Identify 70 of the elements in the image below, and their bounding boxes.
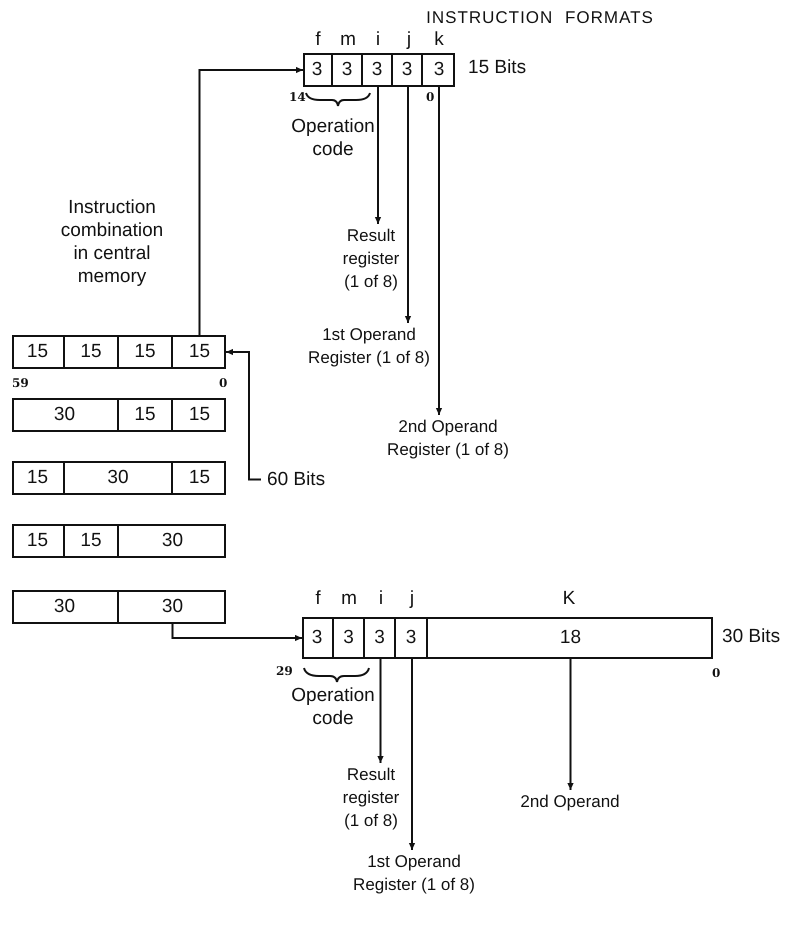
bit-field: 30	[65, 463, 173, 493]
field-letter: f	[315, 587, 321, 610]
field-letter: k	[434, 28, 444, 51]
arrow	[198, 66, 303, 337]
bit-field: 15	[65, 337, 119, 367]
bit-field: 3	[302, 619, 334, 657]
register-box	[12, 398, 226, 432]
register-label: Result register (1 of 8)	[333, 763, 409, 832]
bit-number: 59	[12, 376, 29, 390]
register-box	[303, 53, 455, 87]
bit-field: 30	[12, 592, 119, 622]
field-letter: m	[340, 28, 356, 51]
register-label: 2nd Operand	[505, 790, 635, 813]
bit-field: 15	[173, 463, 226, 493]
bit-field: 30	[119, 592, 226, 622]
bit-number: 0	[712, 666, 720, 680]
field-letter: m	[341, 587, 357, 610]
field-letter: f	[315, 28, 321, 51]
arrow	[377, 657, 384, 763]
register-box	[302, 617, 713, 659]
size-label: 30 Bits	[722, 626, 780, 648]
caption: Operation code	[290, 684, 376, 730]
bit-field: 15	[12, 526, 65, 556]
bit-field: 15	[119, 337, 173, 367]
diagram-title: INSTRUCTION FORMATS	[426, 8, 654, 28]
arrow	[226, 348, 261, 480]
register-box	[12, 590, 226, 624]
arrow	[567, 657, 574, 790]
bit-field: 15	[173, 337, 226, 367]
bit-field: 15	[12, 337, 65, 367]
bit-number: 29	[276, 664, 293, 678]
arrow	[172, 622, 302, 642]
bit-field: 18	[428, 619, 713, 657]
field-letter: i	[378, 587, 384, 610]
bit-field: 15	[12, 463, 65, 493]
bit-field: 15	[119, 400, 173, 430]
caption: Instruction combination in central memory	[60, 196, 164, 288]
arrow	[408, 657, 416, 850]
field-letter: j	[410, 587, 414, 610]
field-letter: K	[562, 587, 576, 610]
arrow	[436, 85, 442, 415]
bit-number: 0	[426, 90, 434, 104]
arrow	[404, 85, 412, 323]
field-letter: j	[406, 28, 412, 51]
size-label: 15 Bits	[468, 57, 526, 79]
bit-field: 3	[365, 619, 396, 657]
register-box	[12, 524, 226, 558]
register-box	[12, 335, 226, 369]
bit-field: 15	[65, 526, 119, 556]
bit-number: 14	[289, 90, 306, 104]
bit-field: 3	[363, 55, 393, 85]
bit-field: 3	[333, 55, 363, 85]
register-label: Result register (1 of 8)	[333, 224, 409, 293]
register-label: 60 Bits	[261, 468, 345, 491]
arrow	[374, 85, 382, 224]
bit-field: 3	[303, 55, 333, 85]
bit-field: 3	[396, 619, 428, 657]
bit-field: 15	[173, 400, 226, 430]
field-letter: i	[376, 28, 380, 51]
register-label: 1st Operand Register (1 of 8)	[302, 323, 436, 369]
bit-number: 0	[219, 376, 228, 390]
register-box	[12, 461, 226, 495]
register-label: 1st Operand Register (1 of 8)	[346, 850, 482, 896]
caption: Operation code	[290, 115, 376, 161]
bit-field: 30	[12, 400, 119, 430]
bit-field: 3	[393, 55, 423, 85]
register-label: 2nd Operand Register (1 of 8)	[380, 415, 516, 461]
bit-field: 3	[334, 619, 365, 657]
bit-field: 30	[119, 526, 226, 556]
bit-field: 3	[423, 55, 455, 85]
